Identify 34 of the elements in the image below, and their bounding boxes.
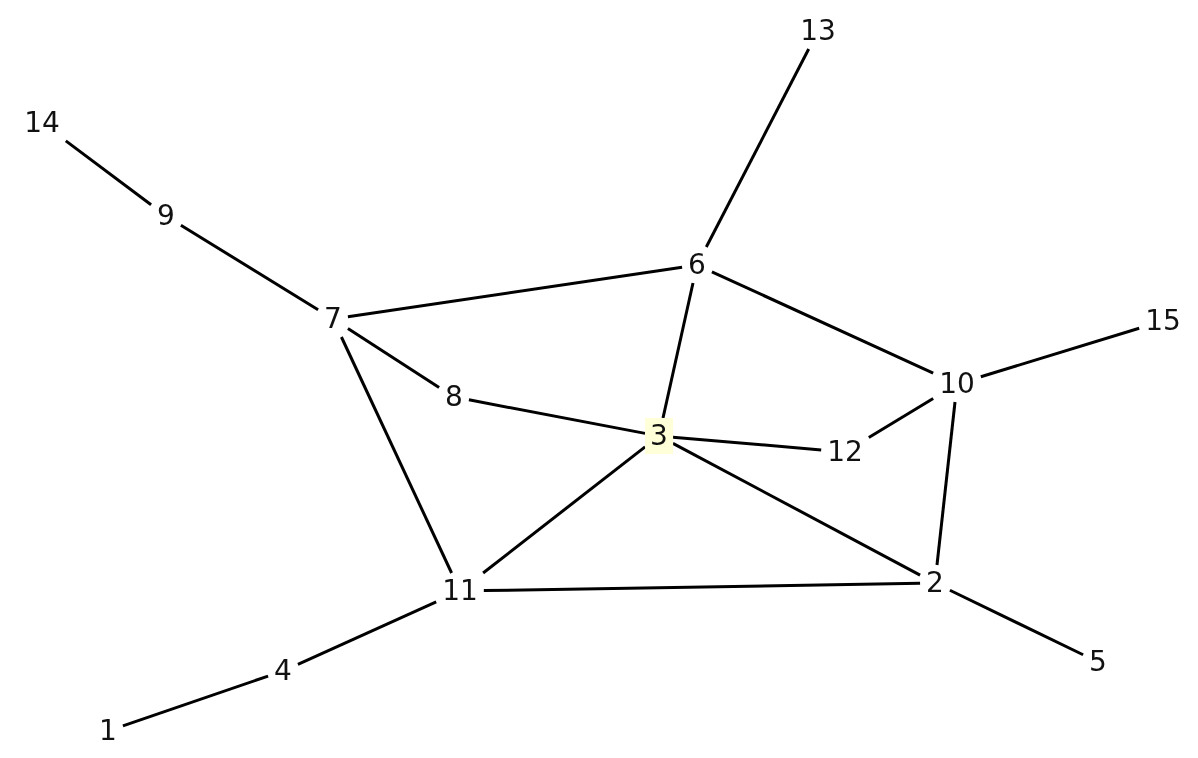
connector-line [980, 326, 1140, 379]
connector-line [672, 442, 921, 577]
node-label: 1 [93, 713, 123, 749]
connector-line [483, 581, 921, 593]
connector-line [180, 223, 319, 312]
connector-line [347, 327, 440, 389]
connector-line [468, 398, 646, 435]
connector-line [672, 435, 822, 452]
node-label: 9 [151, 198, 181, 234]
node-label: 4 [268, 653, 298, 689]
connector-line [297, 600, 437, 666]
connector-line [935, 401, 957, 566]
connector-line [711, 270, 934, 375]
connector-line [661, 282, 695, 419]
connector-line [704, 48, 811, 248]
connector-line [64, 139, 152, 206]
node-label: 12 [821, 434, 869, 470]
node-label: 2 [920, 565, 950, 601]
connector-line [122, 674, 269, 728]
node-label: 7 [318, 301, 348, 337]
node-label: 14 [18, 105, 66, 141]
connector-line [482, 445, 646, 575]
node-label: 10 [933, 366, 981, 402]
node-label: 11 [436, 573, 484, 609]
connector-line [868, 397, 934, 439]
node-label: 13 [794, 13, 842, 49]
connector-line [347, 265, 683, 319]
connector-line [949, 588, 1084, 657]
node-label: 5 [1083, 644, 1113, 680]
highlighted-node-label: 3 [645, 418, 673, 454]
node-label: 6 [682, 247, 712, 283]
connector-line [340, 336, 453, 574]
node-label: 8 [439, 379, 469, 415]
node-label: 15 [1139, 303, 1187, 339]
